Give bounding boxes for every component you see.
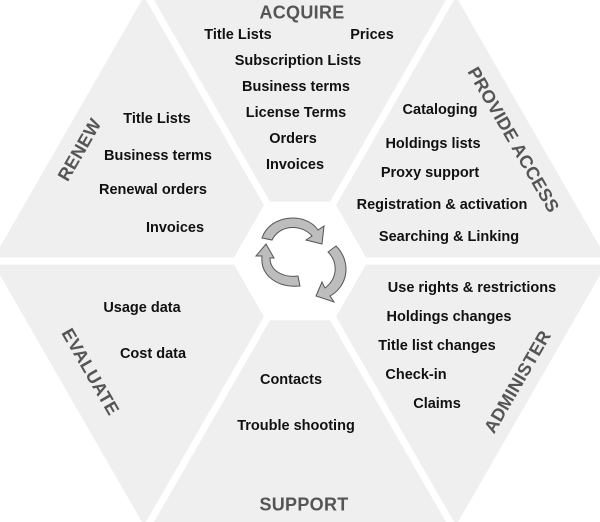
provide-access-item: Holdings lists (385, 136, 481, 152)
segment-provide-access (336, 0, 600, 258)
acquire-item: License Terms (245, 105, 347, 121)
segment-administer (336, 264, 600, 522)
renew-item: Invoices (145, 220, 205, 236)
acquire-item: Orders (269, 131, 317, 147)
evaluate-item: Usage data (103, 300, 181, 316)
administer-item: Check-in (385, 367, 447, 383)
heading-acquire: ACQUIRE (259, 2, 345, 23)
arrow-left (254, 243, 301, 287)
provide-access-item: Searching & Linking (378, 229, 520, 245)
evaluate-item: Cost data (119, 346, 187, 362)
provide-access-item: Proxy support (380, 165, 480, 181)
provide-access-item: Cataloging (402, 102, 478, 118)
administer-item: Claims (413, 396, 461, 412)
arrow-right (315, 245, 347, 303)
acquire-item: Subscription Lists (234, 53, 362, 69)
acquire-item: Title Lists (204, 27, 272, 43)
support-item: Contacts (259, 372, 323, 388)
segment-evaluate (0, 264, 264, 522)
administer-item: Holdings changes (386, 309, 512, 325)
acquire-item: Invoices (265, 157, 325, 173)
provide-access-item: Registration & activation (356, 197, 528, 213)
administer-item: Title list changes (378, 338, 496, 354)
acquire-item: Prices (350, 27, 394, 43)
support-item: Trouble shooting (237, 418, 355, 434)
acquire-item: Business terms (242, 79, 350, 95)
administer-item: Use rights & restrictions (387, 280, 557, 296)
arrow-top (261, 217, 325, 245)
segment-acquire (154, 0, 446, 202)
renew-item: Renewal orders (99, 182, 207, 198)
segment-support (154, 320, 446, 522)
segment-renew (0, 0, 264, 258)
heading-support: SUPPORT (259, 494, 349, 515)
renew-item: Title Lists (123, 111, 191, 127)
renew-item: Business terms (104, 148, 212, 164)
